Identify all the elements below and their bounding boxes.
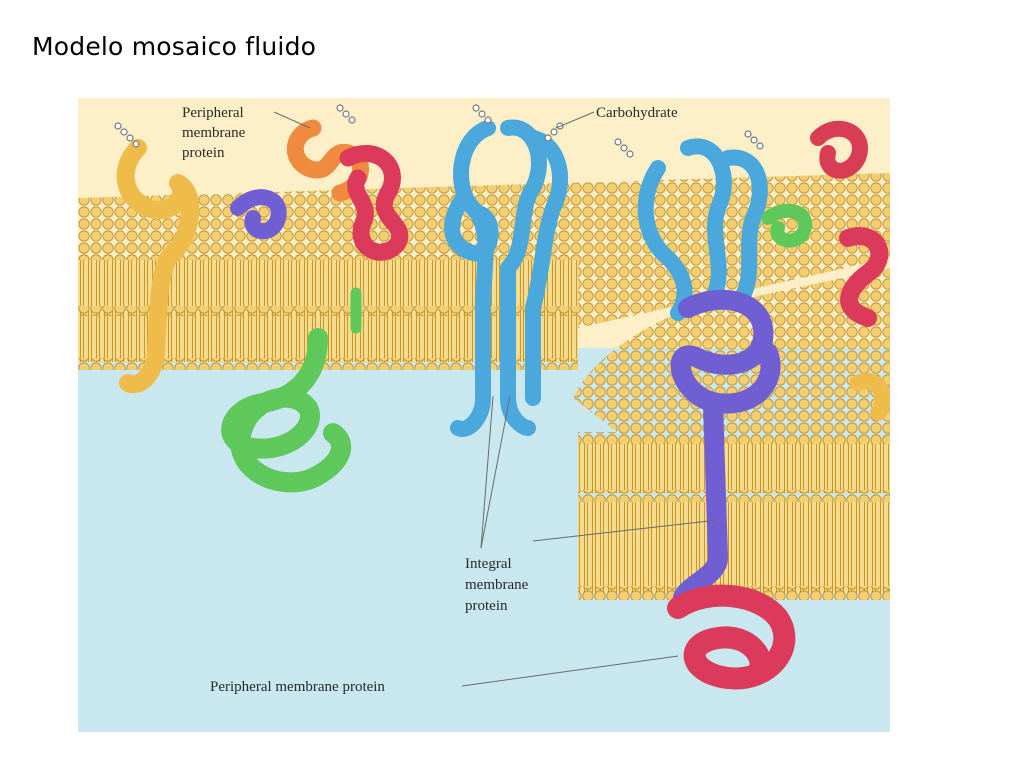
green-peripheral-protein-right xyxy=(761,203,813,248)
bilayer-heads-upper xyxy=(78,248,578,260)
red-peripheral-protein xyxy=(339,145,409,261)
label-peripheral-protein-top-line3: protein xyxy=(182,145,225,161)
carbohydrate-chains xyxy=(114,104,764,158)
label-integral-protein-line1: Integral xyxy=(465,556,512,572)
label-peripheral-protein-bottom: Peripheral membrane protein xyxy=(210,679,385,695)
slide-title: Modelo mosaico fluido xyxy=(32,32,317,61)
label-integral-protein-line2: membrane xyxy=(465,577,529,593)
green-peripheral-protein xyxy=(221,328,352,493)
label-integral-protein-line3: protein xyxy=(465,598,508,614)
yellow-transmembrane-protein xyxy=(116,139,200,394)
red-peripheral-protein-top-right xyxy=(810,120,868,179)
bilayer-heads-middle xyxy=(78,306,578,316)
red-peripheral-protein-bottom xyxy=(667,584,796,690)
bilayer-right-heads-mid xyxy=(578,490,890,502)
label-peripheral-protein-top-line2: membrane xyxy=(182,125,246,141)
purple-peripheral-protein xyxy=(230,189,287,240)
blue-integral-protein xyxy=(444,119,569,437)
yellow-peripheral-protein-right xyxy=(850,372,890,421)
leader-lines xyxy=(273,111,719,687)
label-peripheral-protein-top-line1: Peripheral xyxy=(182,105,244,121)
red-peripheral-protein-right xyxy=(839,227,889,327)
bilayer-right-upper xyxy=(578,438,890,493)
bilayer-heads-lower xyxy=(78,358,578,370)
blue-integral-protein-right xyxy=(637,138,768,321)
bilayer-right-heads-top xyxy=(578,432,890,444)
bilayer-right-lower xyxy=(578,498,890,593)
fluid-mosaic-diagram: Peripheral membrane protein Carbohydrate… xyxy=(78,98,890,732)
label-carbohydrate: Carbohydrate xyxy=(596,105,678,121)
